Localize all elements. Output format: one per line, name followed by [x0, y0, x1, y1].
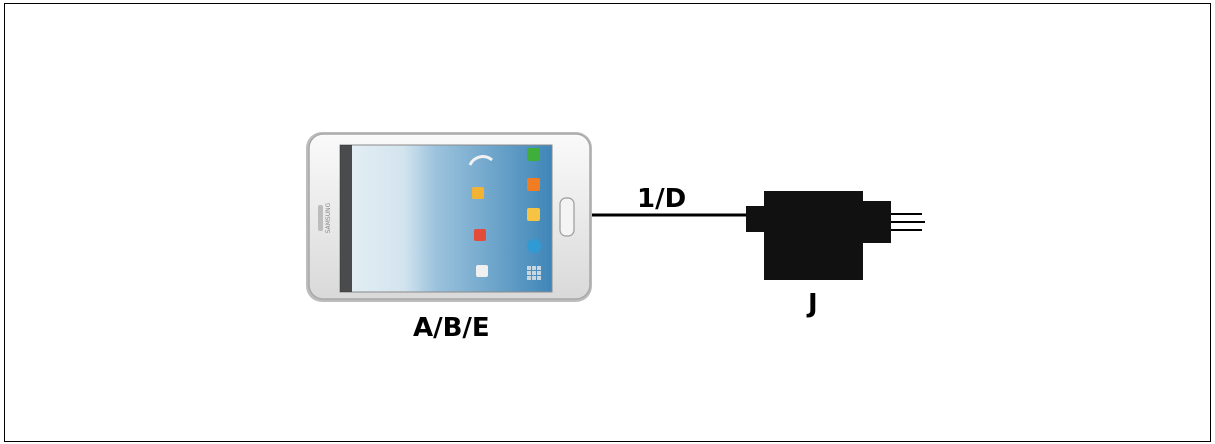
phone-label: A/B/E [413, 313, 490, 343]
diagram-frame [4, 3, 1211, 442]
app-icon [474, 229, 486, 241]
smartphone [306, 132, 592, 302]
charger-body [764, 191, 863, 280]
cable-label: 1/D [637, 184, 687, 214]
app-icon [472, 187, 484, 199]
charger-label: J [808, 289, 818, 319]
home-button [559, 197, 575, 237]
phone-brand-text: SAMSUNG [325, 202, 332, 233]
app-icons [468, 148, 541, 280]
clock-widget-icon [468, 155, 493, 166]
speaker-icon [318, 205, 323, 231]
browser-app-icon [527, 239, 541, 253]
phone-screen [339, 144, 553, 293]
charger-head [861, 201, 891, 243]
messages-app-icon [527, 208, 540, 221]
contacts-app-icon [527, 178, 540, 191]
app-icon [476, 265, 488, 277]
apps-grid-icon [527, 266, 541, 280]
charger [746, 191, 925, 280]
phone-app-icon [527, 148, 540, 161]
status-bar [340, 145, 352, 292]
charger-cable-plug [746, 206, 766, 232]
